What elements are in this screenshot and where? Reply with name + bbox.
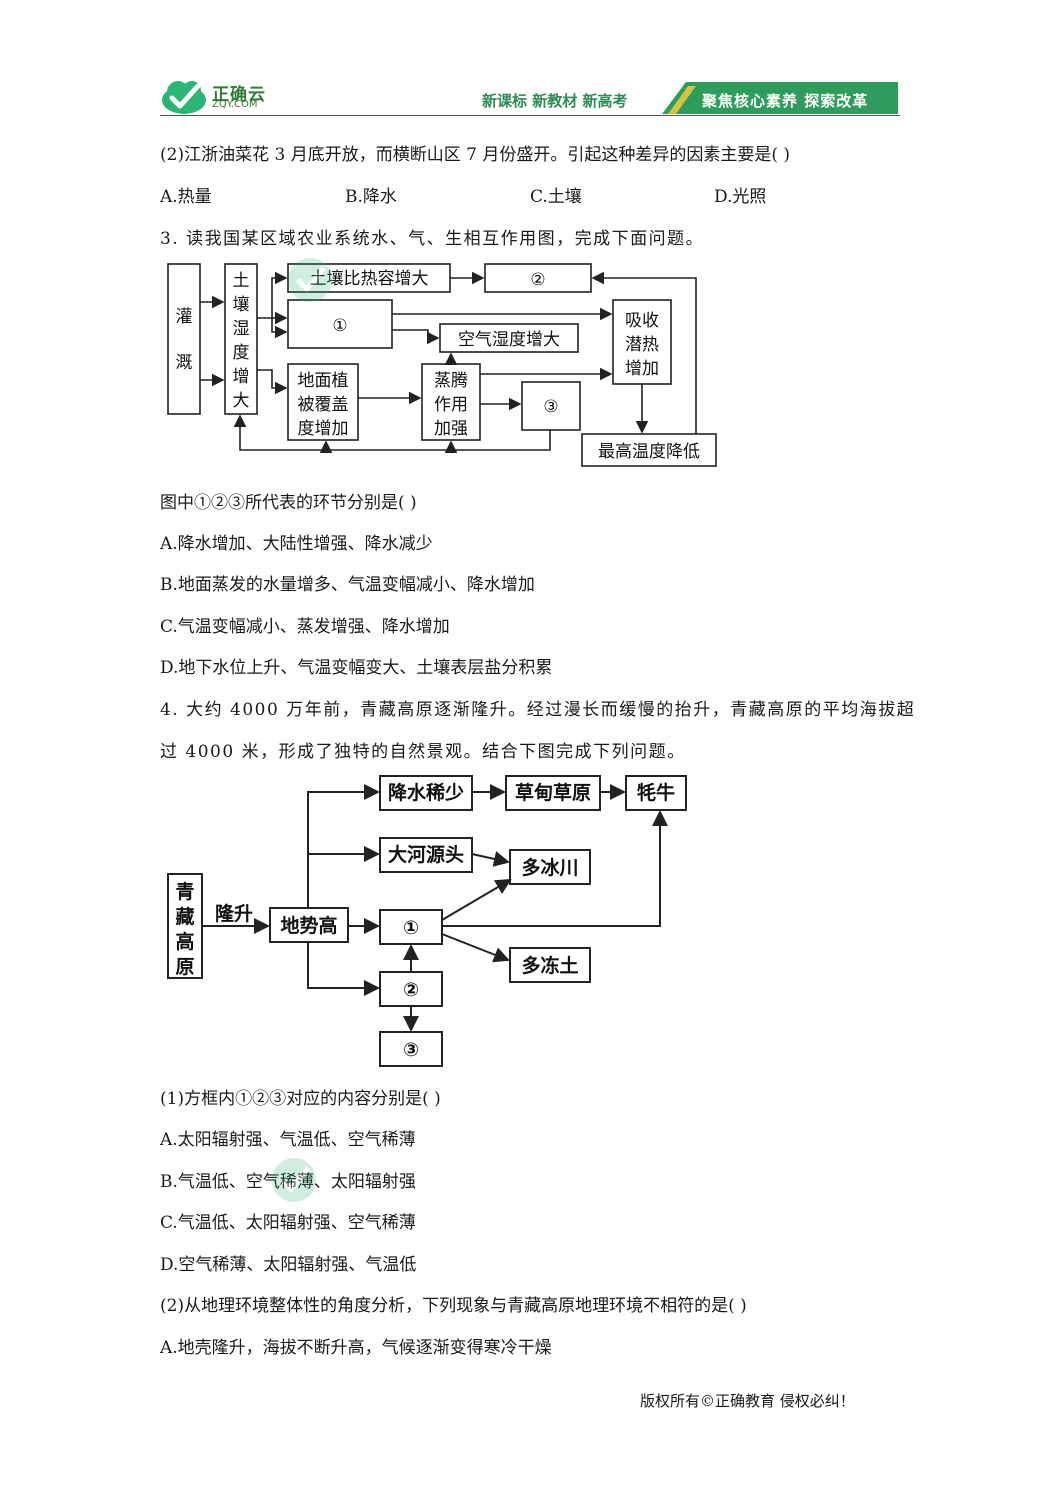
q4-box-yak: 牦牛 <box>637 781 675 804</box>
watermark-logo-icon-2 <box>272 1158 316 1202</box>
q3-box-air-humidity: 空气湿度增大 <box>458 330 560 350</box>
q3-box-soil-5: 增 <box>233 367 250 387</box>
q3-option-d: D.地下水位上升、气温变幅变大、土壤表层盐分积累 <box>160 658 553 678</box>
q4-box-terrain: 地势高 <box>280 914 337 937</box>
q3-box-circle-1: ① <box>332 316 347 336</box>
q2-option-c: C.土壤 <box>530 187 582 207</box>
page-footer: 版权所有©正确教育 侵权必纠！ <box>640 1392 855 1410</box>
q4-box-plateau-3: 高 <box>175 930 194 953</box>
q4-box-plateau-1: 青 <box>175 881 194 903</box>
q3-question: 图中①②③所代表的环节分别是( ) <box>160 493 417 513</box>
q2-option-d: D.光照 <box>714 187 767 207</box>
q3-box-max-temp: 最高温度降低 <box>598 442 700 462</box>
q3-box-irrigation-1: 灌 <box>176 307 193 327</box>
q3-box-soil-2: 壤 <box>233 294 250 315</box>
q3-option-b: B.地面蒸发的水量增多、气温变幅减小、降水增加 <box>160 575 535 595</box>
cloud-check-logo-icon <box>162 81 206 114</box>
q4-box-permafrost: 多冻土 <box>521 954 578 977</box>
q3-box-heat-capacity: 土壤比热容增大 <box>310 268 429 289</box>
q4-box-low-precip: 降水稀少 <box>388 781 464 804</box>
q4-box-glacier: 多冰川 <box>521 856 578 879</box>
q4-flow-diagram: 青 藏 高 原 隆升 地势高 降水稀少 草甸草原 牦牛 大河源头 多冰川 ① 多… <box>160 770 700 1074</box>
q3-option-a: A.降水增加、大陆性增强、降水减少 <box>160 534 433 554</box>
q4-sub1-option-b: B.气温低、空气稀薄、太阳辐射强 <box>160 1167 416 1192</box>
q3-box-soil-4: 度 <box>233 343 250 363</box>
q4-box-plateau-2: 藏 <box>175 905 194 928</box>
q2-stem: (2)江浙油菜花 3 月底开放，而横断山区 7 月份盛开。引起这种差异的因素主要… <box>160 145 790 165</box>
q3-box-vegetation-1: 地面植 <box>298 371 349 391</box>
q3-box-transpiration-1: 蒸腾 <box>434 371 468 391</box>
watermark-logo-icon <box>288 258 332 302</box>
q4-box-circle-3: ③ <box>403 1039 419 1061</box>
q4-label-uplift: 隆升 <box>215 902 253 925</box>
header-rule <box>160 115 900 116</box>
slogan-band <box>662 82 898 114</box>
logo-name: 正确云 <box>212 85 266 105</box>
q4-sub2-stem: (2)从地理环境整体性的角度分析，下列现象与青藏高原地理环境不相符的是( ) <box>160 1296 747 1316</box>
page-header: 正确云 ZQY.COM 新课标 新教材 新高考 聚焦核心素养 探索改革 <box>0 0 1058 120</box>
q3-flow-diagram: 灌 溉 土 壤 湿 度 增 大 土壤比热容增大 ② ① 空气湿度增大 吸收 潜热… <box>160 258 730 477</box>
q4-sub1-stem: (1)方框内①②③对应的内容分别是( ) <box>160 1089 441 1109</box>
q4-sub1-option-d: D.空气稀薄、太阳辐射强、气温低 <box>160 1255 417 1275</box>
q4-box-circle-2: ② <box>403 979 419 1001</box>
q3-box-transpiration-3: 加强 <box>434 419 468 439</box>
slogan-left: 新课标 新教材 新高考 <box>482 92 628 110</box>
q4-box-plateau-4: 原 <box>175 956 194 978</box>
q3-box-soil-3: 湿 <box>233 319 250 339</box>
q4-box-river-source: 大河源头 <box>388 843 464 866</box>
q3-box-transpiration-2: 作用 <box>434 395 468 415</box>
q4-box-meadow: 草甸草原 <box>515 781 591 804</box>
q4-box-circle-1: ① <box>403 917 419 939</box>
q3-box-vegetation-3: 度增加 <box>298 419 349 439</box>
q3-box-soil-1: 土 <box>233 271 250 291</box>
q3-box-circle-3: ③ <box>543 397 558 417</box>
q3-box-latent-heat-3: 增加 <box>625 359 659 379</box>
q3-box-latent-heat-2: 潜热 <box>625 335 659 355</box>
q4-sub1-option-c: C.气温低、太阳辐射强、空气稀薄 <box>160 1213 416 1233</box>
q4-sub1-option-a: A.太阳辐射强、气温低、空气稀薄 <box>160 1130 416 1150</box>
q3-option-c: C.气温变幅减小、蒸发增强、降水增加 <box>160 617 450 637</box>
q3-intro: 3. 读我国某区域农业系统水、气、生相互作用图，完成下面问题。 <box>160 229 705 249</box>
logo-domain: ZQY.COM <box>212 99 258 110</box>
slogan-right: 聚焦核心素养 探索改革 <box>702 92 869 110</box>
q2-option-b: B.降水 <box>345 187 397 207</box>
q3-box-latent-heat-1: 吸收 <box>625 311 659 331</box>
q4-intro-line2: 过 4000 米，形成了独特的自然景观。结合下图完成下列问题。 <box>160 742 686 762</box>
q3-box-irrigation-2: 溉 <box>176 353 193 373</box>
q4-intro-line1: 4. 大约 4000 万年前，青藏高原逐渐隆升。经过漫长而缓慢的抬升，青藏高原的… <box>160 700 916 720</box>
q3-box-circle-2: ② <box>530 270 545 290</box>
q4-sub2-option-a: A.地壳隆升，海拔不断升高，气候逐渐变得寒冷干燥 <box>160 1338 552 1358</box>
q2-option-a: A.热量 <box>160 187 212 207</box>
q3-box-soil-6: 大 <box>233 391 250 411</box>
q3-box-vegetation-2: 被覆盖 <box>298 395 349 415</box>
